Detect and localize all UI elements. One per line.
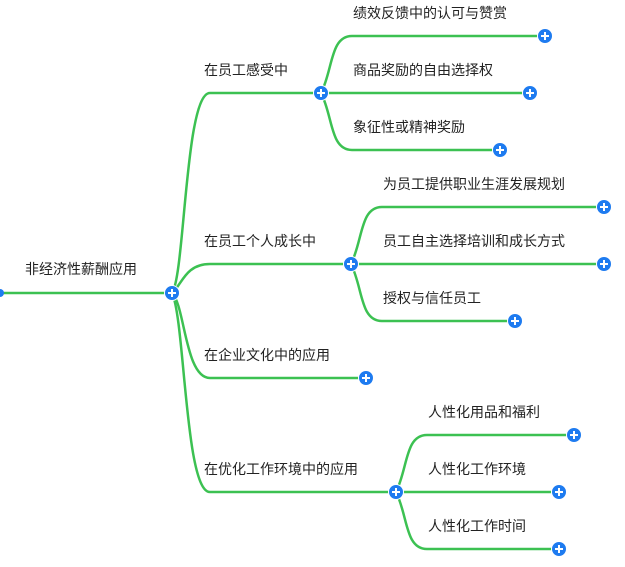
leaf-2-1-label[interactable]: 为员工提供职业生涯发展规划 (383, 177, 565, 193)
leaf-1-3-label[interactable]: 象征性或精神奖励 (353, 120, 465, 136)
branch-1-plus-icon[interactable] (313, 85, 329, 101)
leaf-1-3-plus-icon[interactable] (492, 142, 508, 158)
leaf-2-1-plus-icon[interactable] (596, 199, 612, 215)
leaf-4-3-label[interactable]: 人性化工作时间 (428, 519, 526, 535)
leaf-1-2-plus-icon[interactable] (522, 85, 538, 101)
leaf-4-1-plus-icon[interactable] (566, 427, 582, 443)
leaf-4-1-label[interactable]: 人性化用品和福利 (428, 405, 540, 421)
leaf-4-2-label[interactable]: 人性化工作环境 (428, 462, 526, 478)
leaf-4-2-plus-icon[interactable] (551, 484, 567, 500)
root-edge-dot (0, 289, 4, 297)
leaf-4-3-plus-icon[interactable] (551, 541, 567, 557)
leaf-2-3-label[interactable]: 授权与信任员工 (383, 291, 481, 307)
branch-4-label[interactable]: 在优化工作环境中的应用 (204, 462, 358, 478)
branch-1-label[interactable]: 在员工感受中 (204, 63, 288, 79)
branch-3-label[interactable]: 在企业文化中的应用 (204, 348, 330, 364)
leaf-1-1-plus-icon[interactable] (537, 28, 553, 44)
branch-2-plus-icon[interactable] (343, 256, 359, 272)
leaf-2-2-plus-icon[interactable] (596, 256, 612, 272)
root-node-label[interactable]: 非经济性薪酬应用 (25, 262, 137, 278)
root-plus-icon[interactable] (164, 285, 180, 301)
leaf-1-1-label[interactable]: 绩效反馈中的认可与赞赏 (353, 6, 507, 22)
branch-2-label[interactable]: 在员工个人成长中 (204, 234, 316, 250)
leaf-1-2-label[interactable]: 商品奖励的自由选择权 (353, 63, 493, 79)
branch-4-plus-icon[interactable] (388, 484, 404, 500)
leaf-2-3-plus-icon[interactable] (507, 313, 523, 329)
branch-3-plus-icon[interactable] (358, 370, 374, 386)
leaf-2-2-label[interactable]: 员工自主选择培训和成长方式 (383, 234, 565, 250)
